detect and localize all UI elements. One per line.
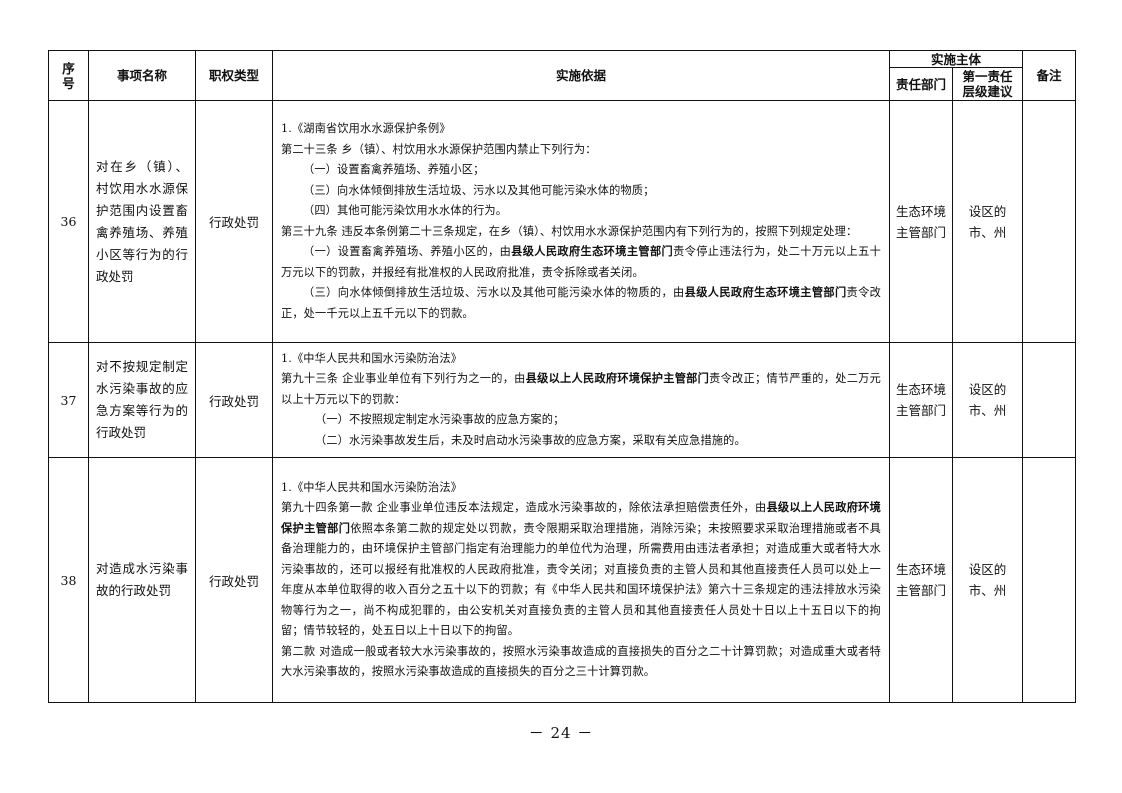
basis-text: 责令改正；情节严重的，处二万元以上十万元以下的罚款： — [281, 372, 881, 406]
row-level: 设区的市、州 — [951, 457, 1024, 703]
table-row: 37 对不按规定制定水污染事故的应急方案等行为的行政处罚 行政处罚 1.《中华人… — [48, 342, 1077, 458]
header-level: 第一责任层级建议 — [951, 67, 1024, 101]
header-name: 事项名称 — [88, 50, 196, 101]
row-seq: 37 — [48, 342, 89, 458]
basis-line: 第三十九条 违反本条例第二十三条规定，在乡（镇）、村饮用水水源保护范围内有下列行… — [281, 224, 858, 238]
header-dept: 责任部门 — [889, 67, 953, 101]
basis-line: 1.《湖南省饮用水水源保护条例》 — [281, 122, 451, 135]
basis-authority: 县级以上人民政府环境保护主管部门 — [525, 372, 710, 386]
basis-text: 责令停止违法行为，处二十万元以上五十万元以下的罚款，并报经有批准权的人民政府批准… — [281, 245, 882, 279]
row-seq: 38 — [48, 457, 89, 703]
enforcement-items-table: 序号 事项名称 职权类型 实施依据 实施主体 备注 责任部门 第一责任层级建议 … — [48, 50, 1077, 703]
row-remark — [1022, 457, 1077, 703]
header-basis: 实施依据 — [272, 50, 890, 101]
basis-text: （一）设置畜禽养殖场、养殖小区的，由 — [303, 245, 512, 258]
row-level: 设区的市、州 — [951, 342, 1024, 458]
row-level: 设区的市、州 — [951, 100, 1024, 343]
basis-line: 第二十三条 乡（镇）、村饮用水水源保护范围内禁止下列行为： — [281, 142, 597, 156]
row-dept: 生态环境主管部门 — [889, 457, 953, 703]
basis-line: 1.《中华人民共和国水污染防治法》 — [281, 351, 463, 365]
row-basis: 1.《中华人民共和国水污染防治法》 第九十三条 企业事业单位有下列行为之一的，由… — [272, 342, 890, 458]
basis-line: （二）水污染事故发生后，未及时启动水污染事故的应急方案，采取有关应急措施的。 — [315, 433, 746, 447]
basis-line: （一）设置畜禽养殖场、养殖小区的，由县级人民政府生态环境主管部门责令停止违法行为… — [281, 242, 881, 283]
basis-line: （一）不按照规定制定水污染事故的应急方案的； — [315, 413, 565, 427]
basis-authority: 县级人民政府生态环境主管部门 — [684, 286, 847, 299]
basis-line: （一）设置畜禽养殖场、养殖小区； — [303, 163, 485, 176]
row-item-name: 对在乡（镇）、村饮用水水源保护范围内设置畜禽养殖场、养殖小区等行为的行政处罚 — [88, 100, 196, 343]
header-type: 职权类型 — [195, 50, 273, 101]
basis-text: （三）向水体倾倒排放生活垃圾、污水以及其他可能污染水体的物质的，由 — [303, 286, 685, 299]
header-remark: 备注 — [1022, 50, 1077, 101]
basis-line: 第九十四条第一款 企业事业单位违反本法规定，造成水污染事故的，除依法承担赔偿责任… — [281, 498, 881, 642]
table-row: 36 对在乡（镇）、村饮用水水源保护范围内设置畜禽养殖场、养殖小区等行为的行政处… — [48, 100, 1077, 343]
row-remark — [1022, 342, 1077, 458]
basis-line: （三）向水体倾倒排放生活垃圾、污水以及其他可能污染水体的物质； — [303, 183, 655, 197]
basis-text: 第九十三条 企业事业单位有下列行为之一的，由 — [281, 372, 526, 386]
basis-line: 第二款 对造成一般或者较大水污染事故的，按照水污染事故造成的直接损失的百分之二十… — [281, 644, 881, 679]
basis-line: （三）向水体倾倒排放生活垃圾、污水以及其他可能污染水体的物质的，由县级人民政府生… — [281, 283, 881, 324]
row-basis: 1.《中华人民共和国水污染防治法》 第九十四条第一款 企业事业单位违反本法规定，… — [272, 457, 890, 703]
row-type: 行政处罚 — [195, 457, 273, 703]
row-basis: 1.《湖南省饮用水水源保护条例》 第二十三条 乡（镇）、村饮用水水源保护范围内禁… — [272, 100, 890, 343]
basis-line: 第九十三条 企业事业单位有下列行为之一的，由县级以上人民政府环境保护主管部门责令… — [281, 369, 881, 410]
basis-authority: 县级以上人民政府环境保护主管部门 — [281, 501, 881, 535]
header-subject: 实施主体 — [888, 50, 1024, 68]
row-type: 行政处罚 — [195, 342, 273, 458]
row-item-name: 对造成水污染事故的行政处罚 — [88, 457, 196, 703]
row-seq: 36 — [48, 100, 89, 343]
row-dept: 生态环境主管部门 — [889, 100, 953, 343]
header-seq: 序号 — [48, 50, 89, 101]
row-dept: 生态环境主管部门 — [889, 342, 953, 458]
basis-authority: 县级人民政府生态环境主管部门 — [511, 245, 674, 258]
basis-text: 责令改正，处一千元以上五千元以下的罚款。 — [281, 286, 881, 320]
table-row: 38 对造成水污染事故的行政处罚 行政处罚 1.《中华人民共和国水污染防治法》 … — [48, 457, 1077, 703]
page-number: － 24 － — [528, 724, 594, 742]
row-item-name: 对不按规定制定水污染事故的应急方案等行为的行政处罚 — [88, 342, 196, 458]
basis-text: 依照本条第二款的规定处以罚款，责令限期采取治理措施，消除污染；未按照要求采取治理… — [281, 521, 882, 638]
row-remark — [1022, 100, 1077, 343]
basis-line: （四）其他可能污染饮用水水体的行为。 — [303, 204, 508, 217]
basis-text: 第九十四条第一款 企业事业单位违反本法规定，造成水污染事故的，除依法承担赔偿责任… — [281, 501, 767, 514]
basis-line: 1.《中华人民共和国水污染防治法》 — [281, 480, 463, 494]
row-type: 行政处罚 — [195, 100, 273, 343]
